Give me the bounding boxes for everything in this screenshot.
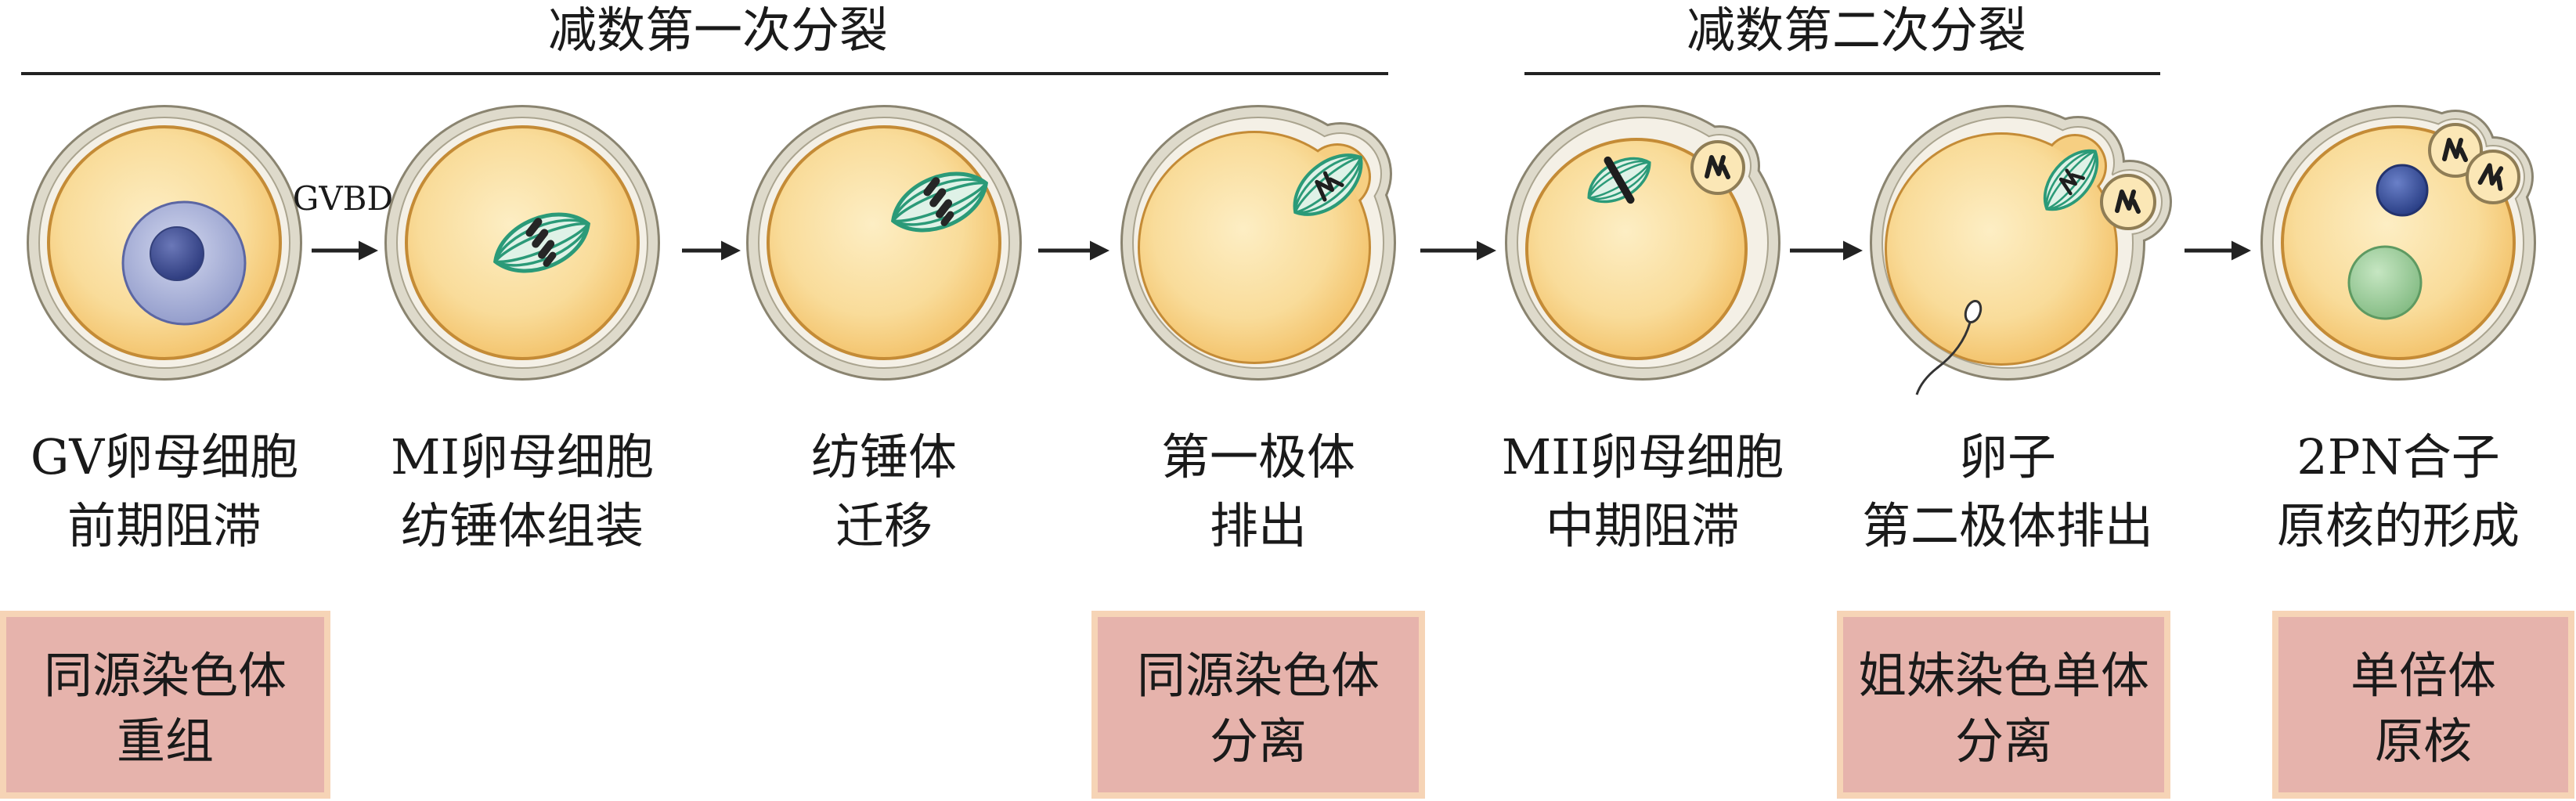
spindle-migration-cell xyxy=(746,105,1022,381)
pronucleus xyxy=(2376,164,2429,217)
egg-second-polar-body-cell xyxy=(1870,105,2172,395)
gvbd-label: GVBD xyxy=(293,179,393,218)
stage-label-line2: 原核的形成 xyxy=(2277,497,2520,554)
polar-body xyxy=(2466,150,2520,204)
event-label-line1: 同源染色体 xyxy=(1137,647,1380,704)
zygote-cytoplasm xyxy=(2281,125,2516,360)
event-label-line1: 单倍体 xyxy=(2351,647,2496,704)
stage-label-line2: 中期阻滞 xyxy=(1546,497,1740,554)
event-box-haploid-pronuclei: 单倍体 原核 xyxy=(2272,611,2574,799)
first-polar-body xyxy=(2100,174,2156,230)
event-box-homolog-separation: 同源染色体 分离 xyxy=(1091,611,1425,799)
stage-label-line1: 纺锤体 xyxy=(811,428,957,485)
pronucleus xyxy=(2347,245,2423,320)
oocyte-cytoplasm xyxy=(1525,138,1748,360)
stage-label-mi: MI卵母细胞 纺锤体组装 xyxy=(391,428,654,554)
stage-label-line2: 第二极体排出 xyxy=(1862,497,2153,554)
stage-label-line2: 前期阻滞 xyxy=(67,497,262,554)
stage-label-line1: 2PN合子 xyxy=(2296,428,2499,485)
stage-label-line1: 卵子 xyxy=(1959,428,2056,485)
event-label-line2: 重组 xyxy=(117,713,214,770)
first-polar-body-extrusion-cell xyxy=(1120,105,1396,381)
event-box-recombination: 同源染色体 重组 xyxy=(0,611,330,799)
stage-label-line1: GV卵母细胞 xyxy=(31,428,298,485)
oocyte-cytoplasm xyxy=(767,125,1001,360)
stage-label-line1: MI卵母细胞 xyxy=(391,428,654,485)
phase-title-meiosis-i: 减数第一次分裂 xyxy=(548,2,888,59)
stage-label-line2: 纺锤体组装 xyxy=(401,497,644,554)
event-box-sister-separation: 姐妹染色单体 分离 xyxy=(1837,611,2170,799)
stage-label-spindle-migration: 纺锤体 迁移 xyxy=(811,428,957,554)
stage-label-zygote: 2PN合子 原核的形成 xyxy=(2277,428,2520,554)
stage-label-line2: 迁移 xyxy=(835,497,933,554)
stage-label-line1: MII卵母细胞 xyxy=(1502,428,1784,485)
gv-oocyte-cell xyxy=(27,105,302,381)
event-label-line2: 分离 xyxy=(1210,713,1307,770)
stage-label-line2: 排出 xyxy=(1210,497,1307,554)
stage-label-gv: GV卵母细胞 前期阻滞 xyxy=(31,428,298,554)
event-label-line1: 姐妹染色单体 xyxy=(1858,647,2149,704)
mi-oocyte-cell xyxy=(384,105,660,381)
stage-label-mii: MII卵母细胞 中期阻滞 xyxy=(1502,428,1784,554)
mii-oocyte-cell xyxy=(1505,105,1780,381)
event-label-line2: 分离 xyxy=(1955,713,2052,770)
2pn-zygote-cell xyxy=(2260,105,2536,381)
nucleolus xyxy=(150,226,204,281)
polar-body xyxy=(2428,123,2483,178)
first-polar-body xyxy=(1690,140,1745,195)
event-label-line2: 原核 xyxy=(2375,713,2472,770)
phase-title-meiosis-ii: 减数第二次分裂 xyxy=(1687,2,2026,59)
sperm xyxy=(1915,299,1983,395)
stage-label-first-polar-body: 第一极体 排出 xyxy=(1161,428,1355,554)
stage-label-egg: 卵子 第二极体排出 xyxy=(1862,428,2153,554)
stage-label-line1: 第一极体 xyxy=(1161,428,1355,485)
event-label-line1: 同源染色体 xyxy=(44,647,287,704)
